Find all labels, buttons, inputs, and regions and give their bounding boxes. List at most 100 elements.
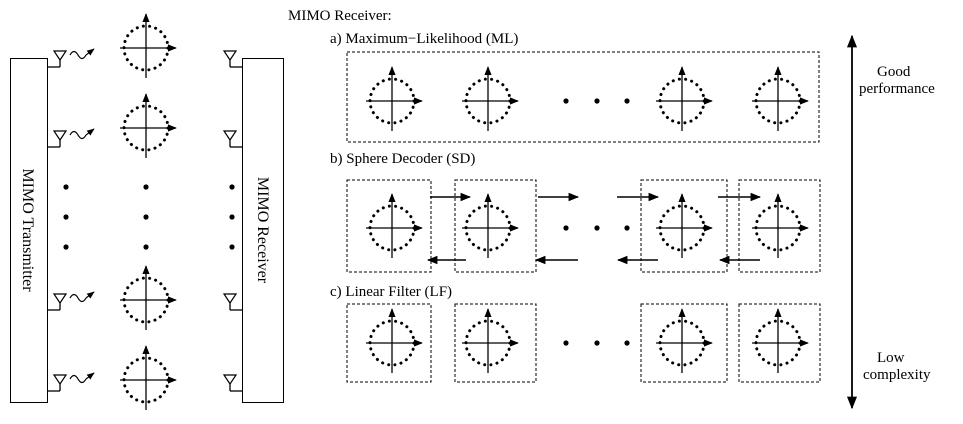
constellation-circle bbox=[122, 356, 170, 404]
sd-frame bbox=[454, 179, 537, 273]
wave-arrow bbox=[85, 48, 95, 56]
ellipsis-dot bbox=[229, 214, 235, 220]
method-constellations bbox=[366, 66, 809, 373]
sd-constellation bbox=[366, 193, 423, 258]
wave-arrow bbox=[85, 372, 95, 380]
lf-frame bbox=[738, 303, 821, 383]
ellipsis-dot bbox=[229, 244, 235, 250]
lf-frame bbox=[346, 303, 432, 383]
ml-constellation bbox=[656, 66, 713, 131]
sd-constellation bbox=[462, 193, 519, 258]
antenna-triangle bbox=[52, 293, 68, 305]
ellipsis-dot bbox=[563, 98, 569, 104]
lf-frame bbox=[454, 303, 537, 383]
ellipsis-dot bbox=[594, 340, 600, 346]
constellation-circle bbox=[464, 204, 512, 252]
wave-arrow bbox=[85, 128, 95, 136]
antenna-triangle bbox=[222, 293, 238, 305]
sd-constellation bbox=[656, 193, 713, 258]
rx-antenna bbox=[222, 130, 238, 147]
ellipsis-dot bbox=[624, 340, 630, 346]
sd-label: b) Sphere Decoder (SD) bbox=[330, 151, 476, 167]
tx-wave bbox=[69, 291, 95, 303]
constellation-circle bbox=[658, 319, 706, 367]
good-label: Good bbox=[877, 64, 911, 80]
tx-constellation bbox=[120, 93, 177, 158]
ellipsis-dot bbox=[563, 340, 569, 346]
tx-wave bbox=[69, 372, 95, 384]
sd-frame bbox=[640, 179, 728, 273]
ellipsis-dot bbox=[594, 98, 600, 104]
antenna-triangle bbox=[52, 130, 68, 142]
ellipsis-dot bbox=[563, 225, 569, 231]
constellation-circle bbox=[368, 319, 416, 367]
constellation-circle bbox=[368, 77, 416, 125]
mimo-receiver-title: MIMO Receiver: bbox=[288, 8, 392, 24]
tx-antenna bbox=[52, 50, 68, 67]
ellipsis-dot bbox=[63, 244, 69, 250]
rx-antenna bbox=[222, 293, 238, 310]
ellipsis-dot bbox=[594, 225, 600, 231]
sd-constellation bbox=[752, 193, 809, 258]
lf-constellation bbox=[656, 308, 713, 373]
tx-wave bbox=[69, 128, 95, 140]
ellipsis-dot bbox=[143, 244, 149, 250]
performance-label: performance bbox=[859, 81, 935, 97]
ml-constellation bbox=[366, 66, 423, 131]
tx-constellation bbox=[120, 345, 177, 410]
lf-constellation bbox=[462, 308, 519, 373]
tx-constellation bbox=[120, 265, 177, 330]
antenna-triangle bbox=[52, 50, 68, 62]
tx-antenna bbox=[52, 130, 68, 147]
constellation-circle bbox=[368, 204, 416, 252]
mimo-receiver-block bbox=[242, 58, 284, 403]
constellation-circle bbox=[122, 24, 170, 72]
wave-path bbox=[69, 293, 87, 303]
rx-antenna bbox=[222, 374, 238, 391]
constellation-circle bbox=[464, 77, 512, 125]
lf-constellation bbox=[752, 308, 809, 373]
antenna-triangle bbox=[222, 130, 238, 142]
ellipsis-dot bbox=[624, 225, 630, 231]
complexity-label: complexity bbox=[863, 367, 931, 383]
constellation-circle bbox=[658, 77, 706, 125]
tx-wave bbox=[69, 48, 95, 60]
mimo-receiver-label: MIMO Receiver bbox=[254, 176, 271, 284]
ellipsis-dot bbox=[63, 214, 69, 220]
ml-constellation bbox=[462, 66, 519, 131]
constellation-circle bbox=[464, 319, 512, 367]
antenna-triangle bbox=[222, 374, 238, 386]
lf-label: c) Linear Filter (LF) bbox=[330, 284, 453, 300]
wave-path bbox=[69, 50, 87, 60]
constellation-circle bbox=[754, 77, 802, 125]
ellipsis-dot bbox=[624, 98, 630, 104]
tx-antenna bbox=[52, 293, 68, 310]
antenna-triangle bbox=[52, 374, 68, 386]
constellation-circle bbox=[658, 204, 706, 252]
ml-constellation bbox=[752, 66, 809, 131]
mimo-transmitter-block bbox=[10, 58, 48, 403]
transmit-column bbox=[46, 13, 242, 410]
wave-arrow bbox=[85, 291, 95, 299]
mimo-transmitter-label: MIMO Transmitter bbox=[19, 168, 36, 292]
tx-antenna bbox=[52, 374, 68, 391]
antenna-triangle bbox=[222, 50, 238, 62]
constellation-circle bbox=[122, 276, 170, 324]
rx-antenna bbox=[222, 50, 238, 67]
wave-path bbox=[69, 374, 87, 384]
ellipsis-dot bbox=[143, 214, 149, 220]
tx-constellation bbox=[120, 13, 177, 78]
constellation-circle bbox=[122, 104, 170, 152]
method-frames bbox=[346, 51, 821, 383]
sd-frame bbox=[346, 179, 432, 273]
low-label: Low bbox=[877, 350, 905, 366]
ellipsis-dot bbox=[229, 184, 235, 190]
constellation-circle bbox=[754, 204, 802, 252]
sd-frame bbox=[738, 179, 821, 273]
constellation-circle bbox=[754, 319, 802, 367]
wave-path bbox=[69, 130, 87, 140]
lf-constellation bbox=[366, 308, 423, 373]
ellipsis-dot bbox=[143, 184, 149, 190]
